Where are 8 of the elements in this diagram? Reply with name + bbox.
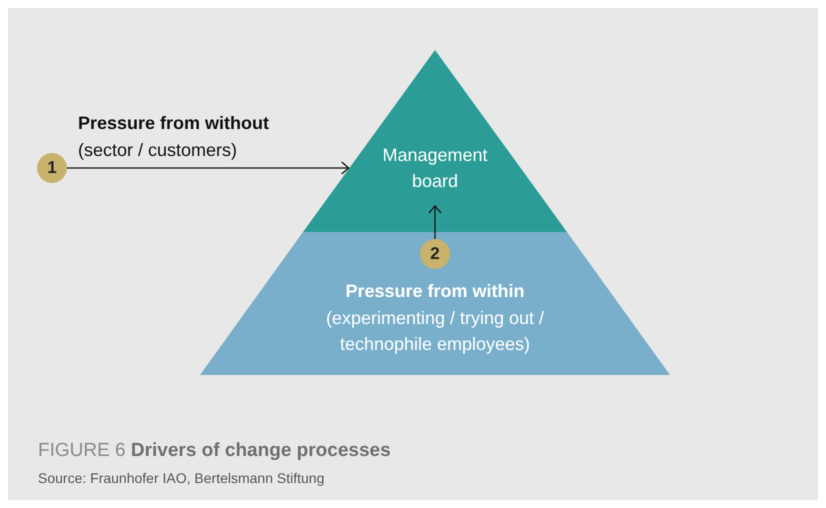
arrow [428,205,442,239]
edge-label: Pressure from without (sector / customers) [78,112,270,162]
tier-text: (experimenting / trying out / technophile employees) [324,307,546,356]
tier-text: Management board [381,144,489,193]
source-note: Source: Fraunhofer IAO, Bertelsmann Stiftung [38,470,324,486]
tier-heading: Pressure from within [344,280,526,303]
arrow [67,161,350,175]
figure-caption: FIGURE 6 Drivers of change processes [38,440,391,462]
